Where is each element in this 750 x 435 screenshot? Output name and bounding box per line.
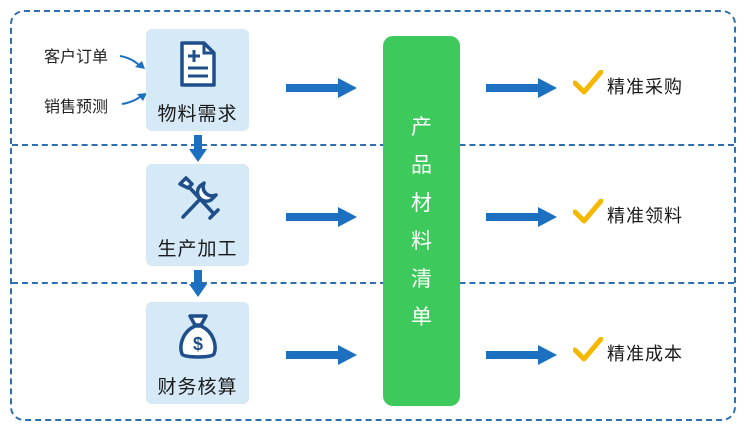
down-arrow	[189, 270, 207, 297]
result-label: 精准成本	[607, 344, 683, 365]
check-icon	[573, 337, 603, 362]
check-icon	[573, 199, 603, 224]
right-arrow	[286, 345, 357, 365]
step-material-demand: 物料需求	[146, 29, 249, 131]
tools-icon	[178, 176, 220, 220]
bar-title: 产 品 材 料 清 单	[383, 108, 460, 336]
bar-char: 材	[411, 191, 432, 215]
bar-char: 产	[411, 115, 432, 139]
product-bom-bar: 产 品 材 料 清 单	[383, 36, 460, 406]
bar-char: 单	[411, 305, 432, 329]
input-sales-forecast: 销售预测	[44, 97, 109, 116]
svg-text:$: $	[193, 334, 203, 354]
bar-char: 品	[411, 153, 432, 177]
right-arrow	[286, 207, 357, 227]
row-divider	[12, 144, 734, 146]
money-bag-icon: $	[179, 314, 217, 359]
row-divider	[12, 282, 734, 284]
check-icon	[573, 70, 603, 95]
right-arrow	[286, 78, 357, 98]
step-finance-accounting: $ 财务核算	[146, 302, 249, 404]
input-arrow	[119, 55, 145, 69]
step-label: 财务核算	[157, 376, 238, 398]
bar-char: 料	[411, 229, 432, 253]
bar-char: 清	[411, 267, 432, 291]
right-arrow	[486, 345, 557, 365]
step-label: 物料需求	[157, 103, 238, 125]
right-arrow	[486, 207, 557, 227]
document-plus-icon	[180, 41, 216, 87]
result-label: 精准领料	[607, 206, 683, 227]
result-label: 精准采购	[607, 77, 683, 98]
down-arrow	[189, 135, 207, 162]
step-label: 生产加工	[157, 238, 238, 260]
step-production: 生产加工	[146, 164, 249, 266]
input-customer-order: 客户订单	[44, 47, 109, 66]
input-arrow	[121, 93, 147, 105]
diagram-frame	[10, 10, 736, 421]
right-arrow	[486, 78, 557, 98]
